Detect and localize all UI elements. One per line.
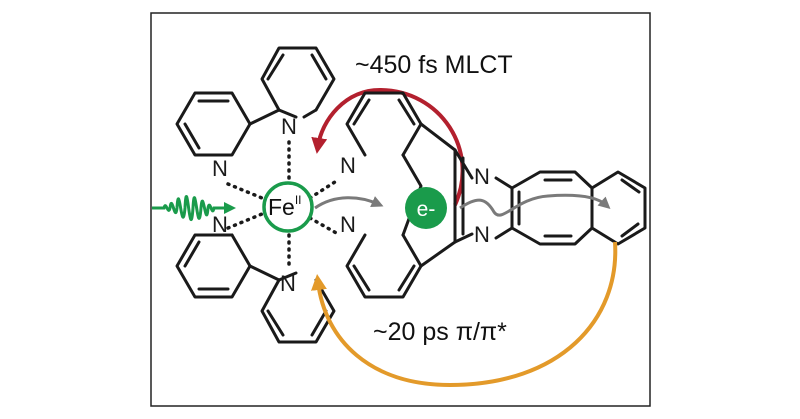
nitrogen-atom: N: [340, 153, 356, 178]
nitrogen-atom: N: [212, 212, 228, 237]
electron-label: e-: [417, 198, 436, 221]
top-bipyridine: [175, 46, 336, 157]
bottom-bipyridine: [175, 233, 336, 344]
pipi-arrow: [311, 241, 618, 388]
metal-oxidation-state: II: [295, 193, 302, 207]
nitrogen-atom: N: [474, 164, 490, 189]
figure-frame: [150, 12, 651, 407]
coordination-bonds: [226, 140, 340, 270]
excitation-pulse-wave: [152, 195, 222, 221]
nitrogen-atom: N: [340, 212, 356, 237]
nitrogen-atom: N: [281, 114, 297, 139]
nitrogen-atom: N: [280, 271, 296, 296]
extended-ligand: [345, 91, 647, 299]
mlct-arrow: [311, 87, 465, 206]
pipi-label: ~20 ps π/π*: [373, 318, 507, 346]
electron-transfer-arrow: [314, 196, 384, 210]
nitrogen-atom: N: [474, 222, 490, 247]
nitrogen-atom: N: [212, 156, 228, 181]
metal-center-ring: [262, 181, 314, 233]
electron-delocalization-arrow: [459, 193, 611, 217]
electron-badge: [405, 187, 447, 229]
mlct-label: ~450 fs MLCT: [355, 51, 513, 79]
metal-symbol: FeII: [268, 193, 302, 220]
